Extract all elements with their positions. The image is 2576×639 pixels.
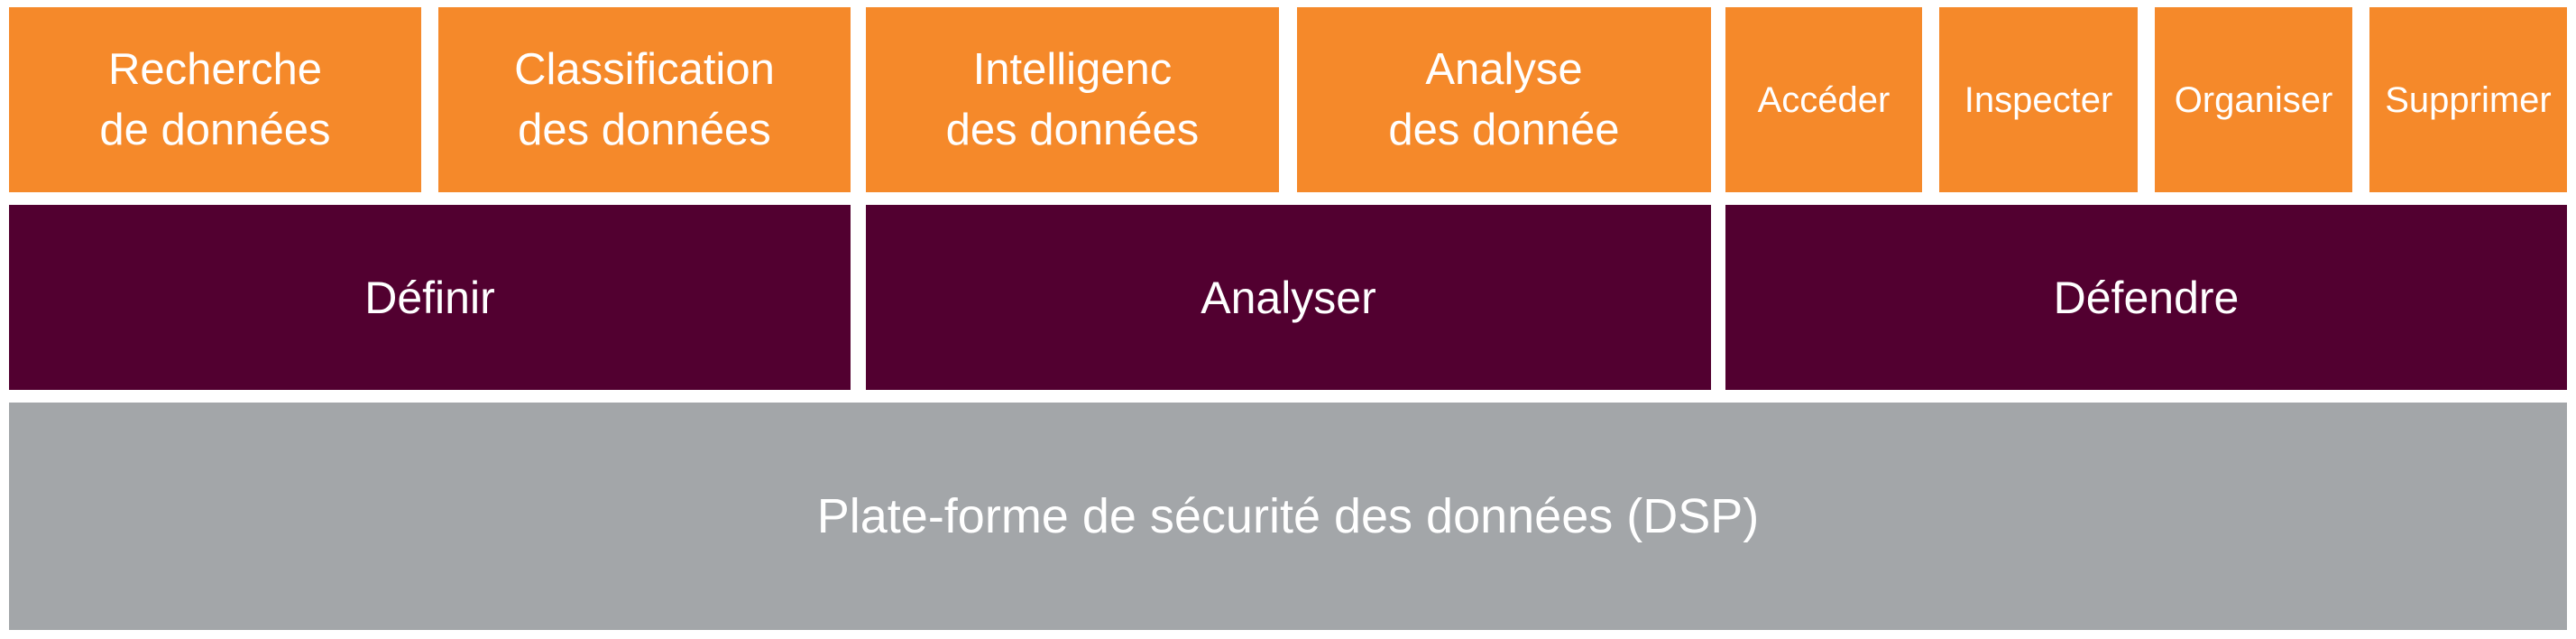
capability-box-data-classification: Classification des données — [438, 7, 851, 192]
capability-label: Classification des données — [514, 44, 775, 154]
capability-box-organize: Organiser — [2155, 7, 2352, 192]
platform-label: Plate-forme de sécurité des données (DSP… — [816, 489, 1760, 543]
capability-label: Organiser — [2174, 79, 2333, 120]
capability-label: Inspecter — [1964, 79, 2113, 120]
phase-box-define: Définir — [9, 205, 851, 390]
capability-box-access: Accéder — [1725, 7, 1922, 192]
phase-label: Défendre — [2053, 272, 2240, 323]
phase-box-analyze: Analyser — [866, 205, 1711, 390]
capability-label: Accéder — [1757, 79, 1891, 120]
capability-box-delete: Supprimer — [2369, 7, 2567, 192]
capability-box-inspect: Inspecter — [1939, 7, 2138, 192]
capability-label: Supprimer — [2385, 79, 2552, 120]
phase-box-defend: Défendre — [1725, 205, 2567, 390]
phase-label: Définir — [364, 272, 495, 323]
capability-box-data-intelligence: Intelligenc des données — [866, 7, 1279, 192]
phase-label: Analyser — [1201, 272, 1376, 323]
platform-box: Plate-forme de sécurité des données (DSP… — [9, 403, 2567, 630]
capability-box-data-discovery: Recherche de données — [9, 7, 421, 192]
capability-label: Analyse des donnée — [1388, 44, 1620, 154]
capability-label: Intelligenc des données — [945, 44, 1200, 154]
capability-label: Recherche de données — [99, 44, 331, 154]
capability-box-data-analysis: Analyse des donnée — [1297, 7, 1711, 192]
